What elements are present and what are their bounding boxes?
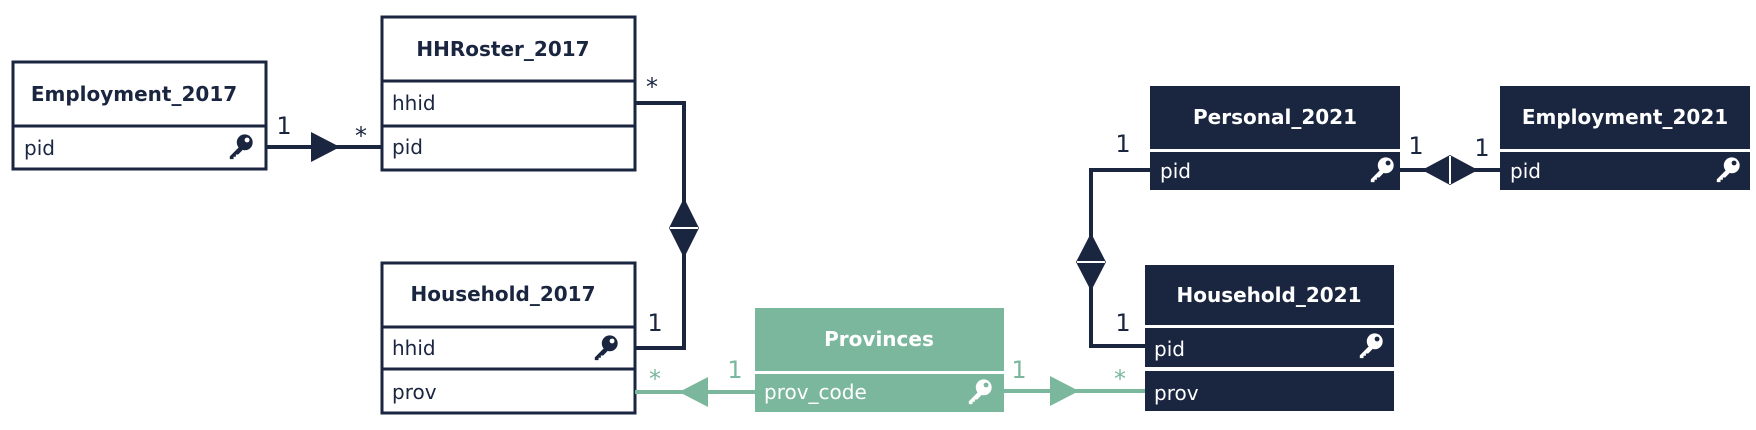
- cardinality-label: 1: [1408, 132, 1423, 160]
- field-hhid: hhid: [392, 91, 436, 115]
- cardinality-label: 1: [1115, 309, 1130, 337]
- table-title: Household_2021: [1177, 283, 1362, 307]
- arrow-head: [1050, 376, 1079, 406]
- arrow-head: [669, 198, 699, 228]
- field-pid: pid: [24, 136, 55, 160]
- arrow-head: [669, 228, 699, 258]
- cardinality-label: *: [649, 365, 661, 393]
- arrow-head: [1076, 262, 1106, 291]
- cardinality-label: 1: [727, 356, 742, 384]
- field-prov: prov: [392, 380, 437, 404]
- table-employment-2017: Employment_2017 pid: [11, 60, 268, 171]
- field-prov-code: prov_code: [764, 380, 867, 404]
- relation-provinces-household21: 1 *: [1004, 356, 1145, 406]
- table-employment-2021: Employment_2021 pid: [1500, 86, 1750, 190]
- table-household-2021: Household_2021 pid prov: [1145, 265, 1394, 411]
- table-provinces: Provinces prov_code: [755, 308, 1004, 412]
- cardinality-label: *: [1114, 365, 1126, 393]
- arrow-head: [311, 132, 340, 162]
- field-prov: prov: [1154, 381, 1199, 405]
- relation-personal-household21: 1 1: [1076, 130, 1150, 348]
- relation-emp17-roster: 1 *: [266, 112, 382, 162]
- cardinality-label: 1: [1011, 356, 1026, 384]
- table-household-2017: Household_2017 hhid prov: [380, 261, 637, 415]
- field-pid: pid: [392, 135, 423, 159]
- cardinality-label: 1: [276, 112, 291, 140]
- arrow-head: [1422, 155, 1450, 185]
- arrow-head: [1450, 155, 1478, 185]
- cardinality-label: 1: [1115, 130, 1130, 158]
- table-title: Employment_2017: [31, 82, 237, 106]
- arrow-head: [679, 377, 708, 407]
- table-title: Provinces: [824, 327, 934, 351]
- table-title: HHRoster_2017: [416, 37, 589, 61]
- cardinality-label: *: [355, 122, 367, 150]
- field-pid: pid: [1160, 159, 1191, 183]
- relation-roster-household17: * 1: [635, 73, 699, 350]
- relation-personal-employment21: 1 1: [1400, 132, 1500, 185]
- field-hhid: hhid: [392, 336, 436, 360]
- arrow-head: [1076, 233, 1106, 262]
- field-pid: pid: [1154, 337, 1185, 361]
- table-personal-2021: Personal_2021 pid: [1150, 86, 1400, 190]
- table-hhroster-2017: HHRoster_2017 hhid pid: [380, 15, 637, 172]
- table-title: Household_2017: [411, 282, 596, 306]
- field-pid: pid: [1510, 159, 1541, 183]
- table-title: Personal_2021: [1193, 105, 1357, 129]
- cardinality-label: 1: [1474, 134, 1489, 162]
- table-title: Employment_2021: [1522, 105, 1728, 129]
- cardinality-label: 1: [647, 309, 662, 337]
- cardinality-label: *: [646, 73, 658, 101]
- relation-household17-provinces: * 1: [635, 356, 755, 407]
